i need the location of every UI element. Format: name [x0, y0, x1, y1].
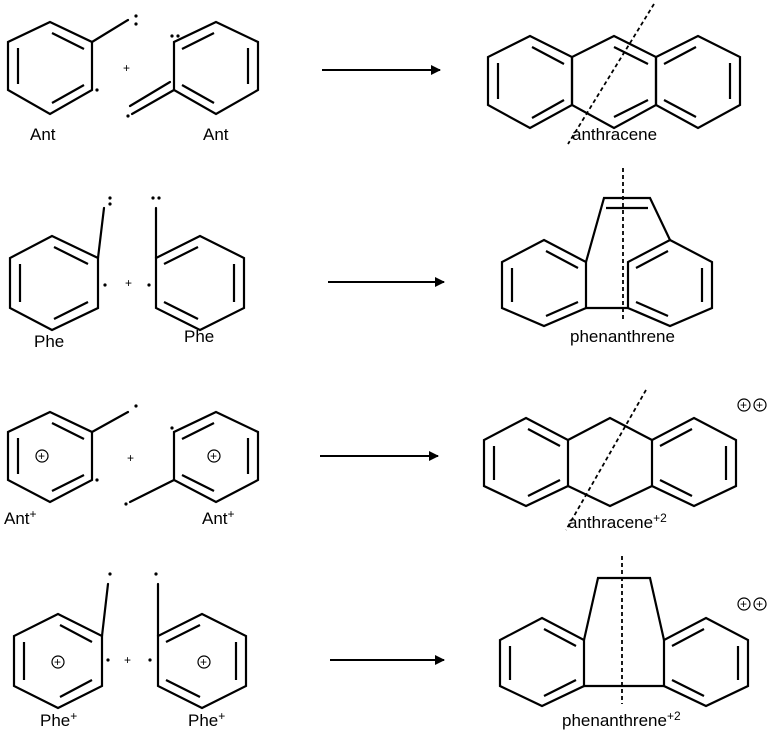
plus-sign: + — [124, 653, 131, 667]
phe-radical-right: Phe — [147, 196, 246, 346]
reaction-row-4: + Phe+ + + Phe+ — [12, 556, 767, 730]
ant-cation-right: + Ant+ — [124, 410, 260, 528]
charge-symbol: + — [38, 449, 45, 463]
reactant-right-label: Phe — [184, 327, 214, 346]
reactant-left-label: Ant+ — [4, 507, 37, 528]
charge-symbol: + — [740, 597, 747, 611]
charge-symbol: + — [210, 449, 217, 463]
reactant-right-label: Ant — [203, 125, 229, 144]
charge-symbol: + — [756, 597, 763, 611]
reaction-row-3: + Ant+ + + Ant+ — [4, 389, 767, 532]
reactant-right-label: Phe+ — [188, 709, 225, 730]
reactant-left-label: Phe — [34, 332, 64, 351]
product-label: anthracene — [572, 125, 657, 144]
plus-sign: + — [125, 276, 132, 290]
charge-symbol: + — [54, 655, 61, 669]
ant-radical-right: Ant — [126, 20, 260, 144]
phe-cation-left: + Phe+ — [12, 572, 112, 730]
phe-radical-left: Phe — [8, 196, 112, 351]
anthracene-structure: anthracene — [486, 3, 742, 145]
reactant-right-label: Ant+ — [202, 507, 235, 528]
phe-cation-right: + Phe+ — [148, 572, 248, 730]
plus-sign: + — [127, 451, 134, 465]
reaction-row-1: Ant + Ant — [6, 3, 742, 145]
charge-symbol: + — [740, 398, 747, 412]
charge-symbol: + — [756, 398, 763, 412]
product-label: phenanthrene — [570, 327, 675, 346]
phenanthrene-structure: phenanthrene — [500, 168, 714, 346]
reactant-left-label: Phe+ — [40, 709, 77, 730]
charge-symbol: + — [200, 655, 207, 669]
product-label: anthracene+2 — [568, 511, 667, 532]
ant-radical-left: Ant — [6, 14, 138, 144]
anthracene-dication-structure: + + anthracene+2 — [482, 389, 767, 532]
plus-sign: + — [123, 61, 130, 75]
product-label: phenanthrene+2 — [562, 709, 681, 730]
phenanthrene-dication-structure: + + phenanthrene+2 — [498, 556, 767, 730]
reactant-left-label: Ant — [30, 125, 56, 144]
ant-cation-left: + Ant+ — [4, 404, 138, 528]
reaction-row-2: Phe + Phe phenanthr — [8, 168, 714, 351]
